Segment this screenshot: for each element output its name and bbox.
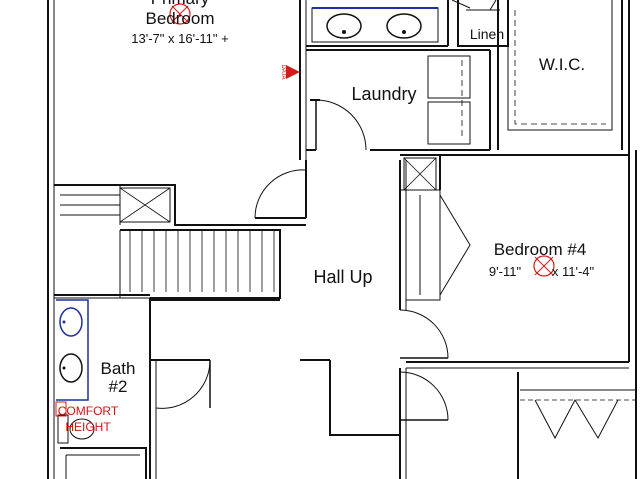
red-revision-circle-icon xyxy=(533,255,555,277)
hall-up-label: Hall Up xyxy=(313,267,372,287)
bath2-vanity xyxy=(56,299,89,401)
bedroom4-dims-part2: x 11'-4" xyxy=(552,264,595,279)
bath2-title: Bath xyxy=(101,359,136,378)
comfort-height-note-line2: HEIGHT xyxy=(65,420,111,434)
bedroom4-title: Bedroom #4 xyxy=(494,240,587,259)
comfort-height-note: COMFORT xyxy=(58,404,119,418)
data-outlet-triangle-icon xyxy=(286,65,300,79)
red-revision-circle-icon xyxy=(169,3,191,25)
toilet-icon xyxy=(57,414,95,444)
primary-bedroom-dimensions: 13'-7" x 16'-11" + xyxy=(131,31,228,46)
sink-icon xyxy=(326,13,362,39)
bedroom4-dims-part1: 9'-11" xyxy=(489,264,522,279)
primary-bedroom-title: Primary xyxy=(151,0,210,8)
wic-label: W.I.C. xyxy=(539,55,585,74)
bath2-title-line2: #2 xyxy=(109,377,128,396)
sink-icon xyxy=(386,13,422,39)
walls xyxy=(47,0,637,479)
vanity-sink-icon xyxy=(59,353,83,383)
linen-label: Linen xyxy=(470,26,504,42)
primary-bedroom-title-line2: Bedroom xyxy=(146,9,215,28)
primary-vanity xyxy=(311,7,439,43)
laundry-label: Laundry xyxy=(351,84,416,104)
vanity-sink-icon xyxy=(59,307,83,337)
data-marker-label: DATA xyxy=(280,64,286,79)
